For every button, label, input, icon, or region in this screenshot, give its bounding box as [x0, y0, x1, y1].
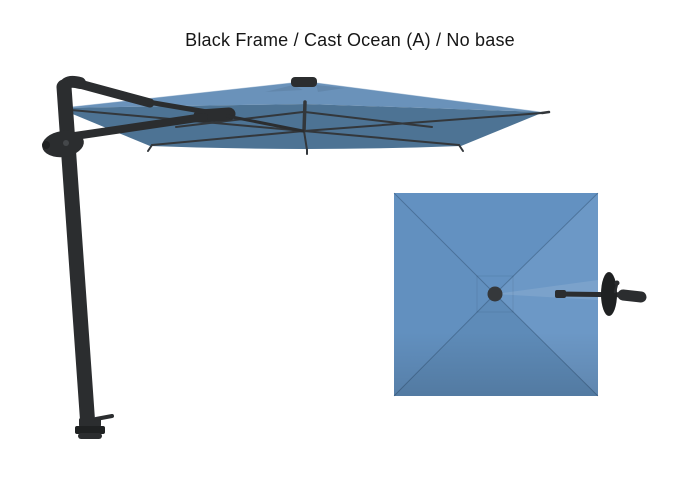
top-pole-head	[601, 272, 617, 316]
top-canopy-bottom-shade	[394, 332, 598, 396]
side-canopy-vent-cap	[291, 77, 317, 87]
side-canopy-ribs	[59, 100, 551, 155]
side-base-mount	[75, 414, 114, 439]
base-lever	[94, 414, 114, 421]
side-canopy-vent-wing-right	[316, 85, 345, 92]
top-crank-handle	[617, 289, 647, 303]
top-canopy	[393, 192, 599, 397]
top-rod-end-cap	[555, 290, 566, 298]
joint-knob-icon	[42, 141, 50, 149]
top-crank-knob	[614, 280, 620, 286]
side-canopy-top-surface	[58, 81, 544, 112]
umbrella-top-view	[393, 192, 647, 397]
umbrella-side-view	[42, 75, 551, 439]
top-center-cap	[487, 286, 503, 302]
top-pole-assembly	[555, 272, 647, 316]
side-canopy-underside	[58, 104, 544, 149]
side-cantilever-arm	[64, 78, 305, 141]
side-pole-joint	[42, 130, 84, 158]
product-title: Black Frame / Cast Ocean (A) / No base	[185, 30, 515, 50]
side-canopy-vent-wing-left	[265, 85, 303, 92]
